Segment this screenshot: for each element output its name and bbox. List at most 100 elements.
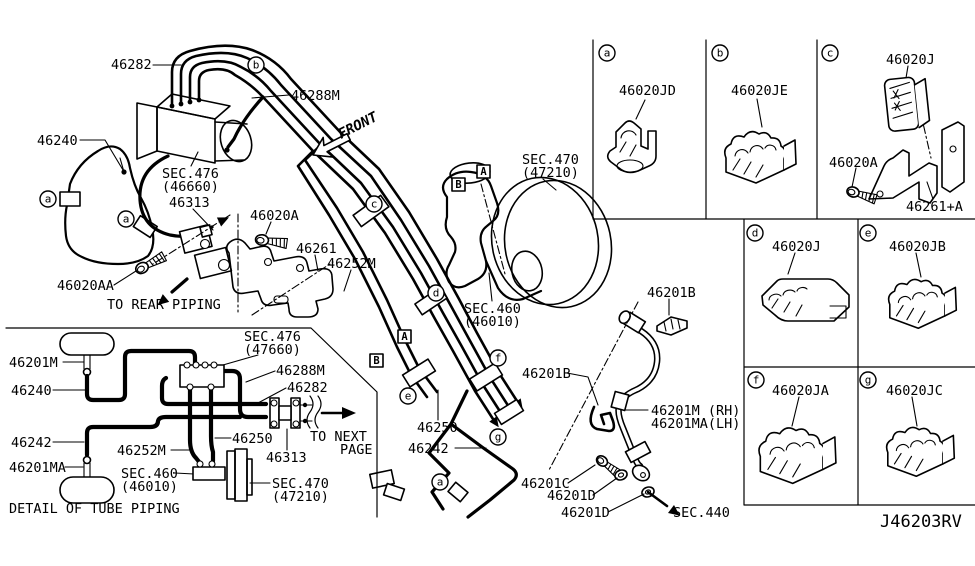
callout-g-main: g (490, 429, 506, 445)
detail-caption: DETAIL OF TUBE PIPING (9, 501, 180, 517)
label-46252M: 46252M (327, 256, 376, 272)
figure-code: J46203RV (880, 512, 962, 532)
clip-46020J-c (883, 74, 932, 133)
callout-c-cell: c (822, 45, 838, 61)
svg-text:c: c (371, 198, 378, 211)
svg-text:f: f (495, 352, 502, 365)
svg-text:g: g (495, 431, 502, 444)
connector-46313-main (180, 225, 232, 279)
svg-text:e: e (865, 227, 872, 240)
label-46261: 46261 (296, 241, 337, 257)
clip-46020J-d (761, 278, 850, 322)
label-46020JE: 46020JE (731, 83, 788, 99)
dash-panel-46240 (60, 146, 157, 264)
label-46020JB: 46020JB (889, 239, 946, 255)
section-markers: A B A B (370, 165, 490, 367)
clip-46020JE (723, 130, 797, 184)
svg-text:c: c (827, 47, 834, 60)
label-d-sec470: SEC.470 (272, 476, 329, 492)
label-d-46250: 46250 (232, 431, 273, 447)
leader-lines (53, 65, 933, 512)
label-46020A: 46020A (250, 208, 299, 224)
callout-e-main: e (400, 388, 416, 404)
callout-d-main: d (428, 285, 444, 301)
clip-46020JD (606, 120, 657, 174)
label-front: FRONT (336, 109, 381, 143)
label-46250: 46250 (417, 420, 458, 436)
label-d-sec460: SEC.460 (121, 466, 178, 482)
label-d-sec470-ref: (47210) (272, 489, 329, 505)
label-46201D-1: 46201D (547, 488, 596, 504)
label-46201B-1: 46201B (647, 285, 696, 301)
svg-text:a: a (45, 193, 52, 206)
booster-detail (227, 449, 252, 501)
clip-46020JB (887, 278, 958, 330)
label-d-46252M: 46252M (117, 443, 166, 459)
callout-circles: b a a c d e f g a a b c d e f g (40, 45, 876, 490)
marker-A-bottom: A (398, 330, 411, 343)
to-next-page-arrow (322, 407, 356, 419)
svg-text:b: b (717, 47, 724, 60)
rear-tube-zigzag-46242 (370, 391, 516, 517)
callout-a-cell: a (599, 45, 615, 61)
brake-booster-assembly (443, 161, 623, 318)
rear-wheel-symbol (60, 477, 114, 503)
label-d-46282: 46282 (287, 380, 328, 396)
label-46201C: 46201C (521, 476, 570, 492)
label-sec440: SEC.440 (673, 505, 730, 521)
label-46242: 46242 (408, 441, 449, 457)
svg-text:B: B (455, 179, 461, 191)
label-46020J-d: 46020J (772, 239, 821, 255)
label-46201MA-lh: 46201MA(LH) (651, 416, 740, 432)
label-d-sec476-ref: (47660) (244, 342, 301, 358)
label-d-46313: 46313 (266, 450, 307, 466)
label-d-46242: 46242 (11, 435, 52, 451)
label-46020A-c: 46020A (829, 155, 878, 171)
callout-grid (593, 40, 975, 505)
label-46020J-c: 46020J (886, 52, 935, 68)
front-direction-arrow (308, 127, 354, 165)
hose-clip-46201B-flat (657, 317, 687, 335)
main-labels: 46282 46288M 46240 SEC.476 (46660) 46313… (37, 57, 740, 521)
junction-bracket-detail (180, 362, 224, 390)
callout-c-main: c (366, 196, 382, 212)
label-46020JC: 46020JC (886, 383, 943, 399)
svg-text:e: e (405, 390, 412, 403)
label-46261A: 46261+A (906, 199, 963, 215)
label-sec476: SEC.476 (162, 166, 219, 182)
callout-b-main: b (248, 57, 264, 73)
label-46201M-rh: 46201M (RH) (651, 403, 740, 419)
detail-labels: 46201M 46240 46242 46201MA SEC.476 (4766… (9, 329, 329, 517)
marker-B-bottom: B (370, 354, 383, 367)
svg-text:a: a (123, 213, 130, 226)
svg-text:a: a (604, 47, 611, 60)
connector-46313-detail (270, 396, 321, 428)
label-d-46288M: 46288M (276, 363, 325, 379)
callout-a-main-3: a (432, 474, 448, 490)
callout-b-cell: b (712, 45, 728, 61)
callout-a-main-1: a (40, 191, 56, 207)
label-to-next-page: PAGE (340, 442, 373, 458)
marker-A-top: A (477, 165, 490, 178)
label-sec470: SEC.470 (522, 152, 579, 168)
svg-text:a: a (437, 476, 444, 489)
svg-text:f: f (753, 374, 760, 387)
label-d-46240: 46240 (11, 383, 52, 399)
svg-text:d: d (752, 227, 759, 240)
callout-e-cell: e (860, 225, 876, 241)
svg-text:A: A (401, 331, 408, 343)
label-46282: 46282 (111, 57, 152, 73)
flex-hose-46201M (611, 309, 657, 484)
label-46201B-2: 46201B (522, 366, 571, 382)
label-to-rear-piping: TO REAR PIPING (107, 297, 221, 313)
svg-text:d: d (433, 287, 440, 300)
label-46020JA: 46020JA (772, 383, 829, 399)
sec440-arrow (648, 492, 680, 516)
label-d-sec476: SEC.476 (244, 329, 301, 345)
panel-labels: 46020JD 46020JE 46020J 46020A 46261+A 46… (619, 52, 963, 532)
svg-text:B: B (373, 355, 379, 367)
label-46313: 46313 (169, 195, 210, 211)
master-cylinder-detail (193, 461, 225, 480)
clip-46020JC (885, 426, 956, 478)
